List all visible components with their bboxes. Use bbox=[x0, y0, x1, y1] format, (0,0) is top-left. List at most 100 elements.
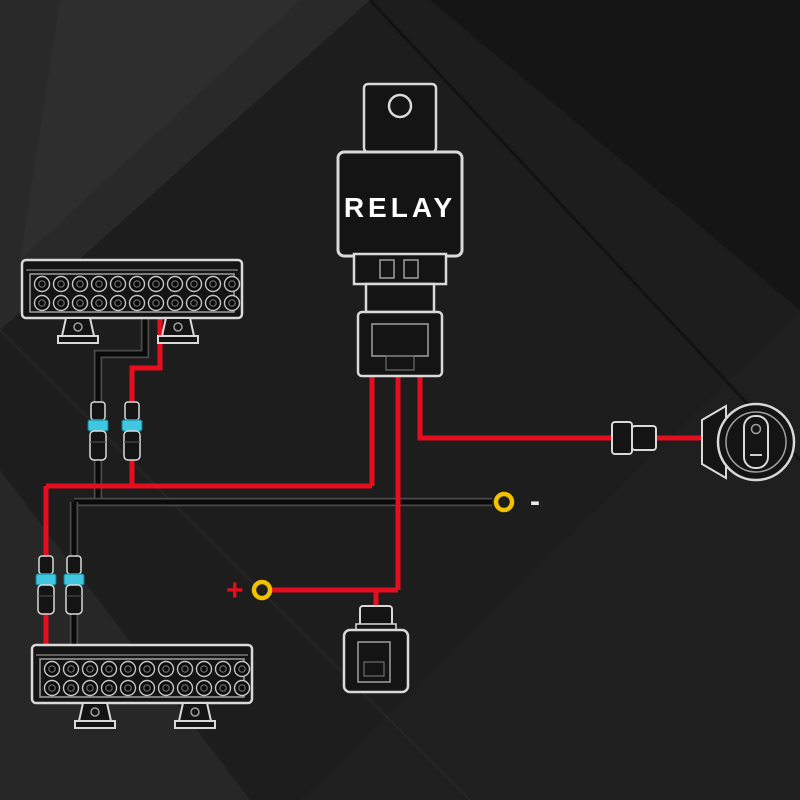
connector-collar bbox=[63, 573, 85, 586]
negative-ring-terminal bbox=[493, 491, 515, 513]
led-inner bbox=[228, 299, 236, 307]
background-facet bbox=[300, 310, 800, 800]
connector-collar bbox=[87, 419, 109, 432]
led bbox=[81, 679, 99, 697]
led-inner bbox=[38, 299, 46, 307]
relay-terminal-neck bbox=[364, 282, 436, 314]
led-inner bbox=[86, 684, 94, 692]
wire-relay-to-switch bbox=[417, 372, 704, 441]
led bbox=[204, 275, 222, 293]
relay-terminal bbox=[379, 259, 395, 279]
led-inner bbox=[76, 299, 84, 307]
led bbox=[62, 660, 80, 678]
switch-housing bbox=[701, 404, 727, 480]
light-bar-lens bbox=[29, 273, 235, 313]
led-inner bbox=[48, 665, 56, 673]
led bbox=[119, 679, 137, 697]
rocker-switch bbox=[701, 402, 796, 482]
bullet-connector bbox=[87, 401, 109, 461]
led-inner bbox=[95, 280, 103, 288]
led-inner bbox=[95, 299, 103, 307]
led bbox=[147, 294, 165, 312]
led bbox=[204, 294, 222, 312]
led-inner bbox=[114, 280, 122, 288]
led-inner bbox=[57, 299, 65, 307]
led-array-top bbox=[33, 275, 241, 312]
bullet-connector-pair-upper bbox=[87, 401, 143, 461]
led bbox=[90, 275, 108, 293]
led-inner bbox=[38, 280, 46, 288]
led bbox=[223, 275, 241, 293]
led-inner bbox=[124, 684, 132, 692]
wire-top-bar-negative bbox=[93, 316, 150, 404]
negative-label: - bbox=[530, 485, 540, 518]
led-inner bbox=[67, 665, 75, 673]
terminal-negative: - bbox=[493, 485, 540, 518]
led bbox=[176, 660, 194, 678]
led bbox=[157, 679, 175, 697]
fuse-cap bbox=[359, 605, 393, 627]
led-inner bbox=[162, 665, 170, 673]
light-bar-top bbox=[20, 258, 244, 344]
led bbox=[176, 679, 194, 697]
led-inner bbox=[190, 299, 198, 307]
led bbox=[157, 660, 175, 678]
led bbox=[138, 679, 156, 697]
fuse-latch bbox=[363, 661, 385, 677]
connector-collar bbox=[121, 419, 143, 432]
led bbox=[100, 660, 118, 678]
led-inner bbox=[238, 665, 246, 673]
light-bar-lens bbox=[39, 658, 245, 698]
led bbox=[195, 660, 213, 678]
led bbox=[233, 679, 251, 697]
led-inner bbox=[114, 299, 122, 307]
bullet-connector bbox=[35, 555, 57, 615]
led bbox=[214, 660, 232, 678]
switch-inner-ring bbox=[725, 411, 787, 473]
led-inner bbox=[171, 299, 179, 307]
led-inner bbox=[200, 684, 208, 692]
led-array-bottom bbox=[43, 660, 251, 697]
led bbox=[185, 294, 203, 312]
led-inner bbox=[228, 280, 236, 288]
light-bar-mount-foot bbox=[57, 317, 99, 344]
led bbox=[43, 679, 61, 697]
led bbox=[233, 660, 251, 678]
led-inner bbox=[124, 665, 132, 673]
relay-socket-latch bbox=[385, 355, 415, 371]
led bbox=[33, 294, 51, 312]
relay-terminal-block bbox=[352, 252, 448, 286]
inline-connector-half bbox=[611, 421, 633, 455]
led-inner bbox=[181, 665, 189, 673]
background-facet-edge bbox=[0, 329, 471, 800]
led bbox=[62, 679, 80, 697]
led bbox=[166, 275, 184, 293]
led bbox=[119, 660, 137, 678]
led-inner bbox=[219, 684, 227, 692]
led-inner bbox=[133, 299, 141, 307]
led-inner bbox=[209, 299, 217, 307]
led-inner bbox=[171, 280, 179, 288]
relay-mount-hole bbox=[387, 93, 413, 119]
light-bar-mount-foot bbox=[74, 702, 116, 729]
led bbox=[128, 294, 146, 312]
background-facet-edge bbox=[368, 0, 800, 462]
relay: RELAY bbox=[336, 82, 464, 378]
led-inner bbox=[152, 299, 160, 307]
led bbox=[109, 275, 127, 293]
led-inner bbox=[48, 684, 56, 692]
led bbox=[109, 294, 127, 312]
fuse-detail bbox=[357, 641, 391, 683]
led-inner bbox=[181, 684, 189, 692]
relay-label: RELAY bbox=[344, 192, 456, 223]
led bbox=[100, 679, 118, 697]
relay-socket-plug bbox=[356, 310, 444, 378]
led bbox=[52, 294, 70, 312]
led-inner bbox=[209, 280, 217, 288]
led bbox=[71, 294, 89, 312]
connector-collar bbox=[35, 573, 57, 586]
led bbox=[90, 294, 108, 312]
fuse-holder bbox=[342, 605, 410, 694]
inline-connector bbox=[611, 421, 657, 455]
led bbox=[33, 275, 51, 293]
